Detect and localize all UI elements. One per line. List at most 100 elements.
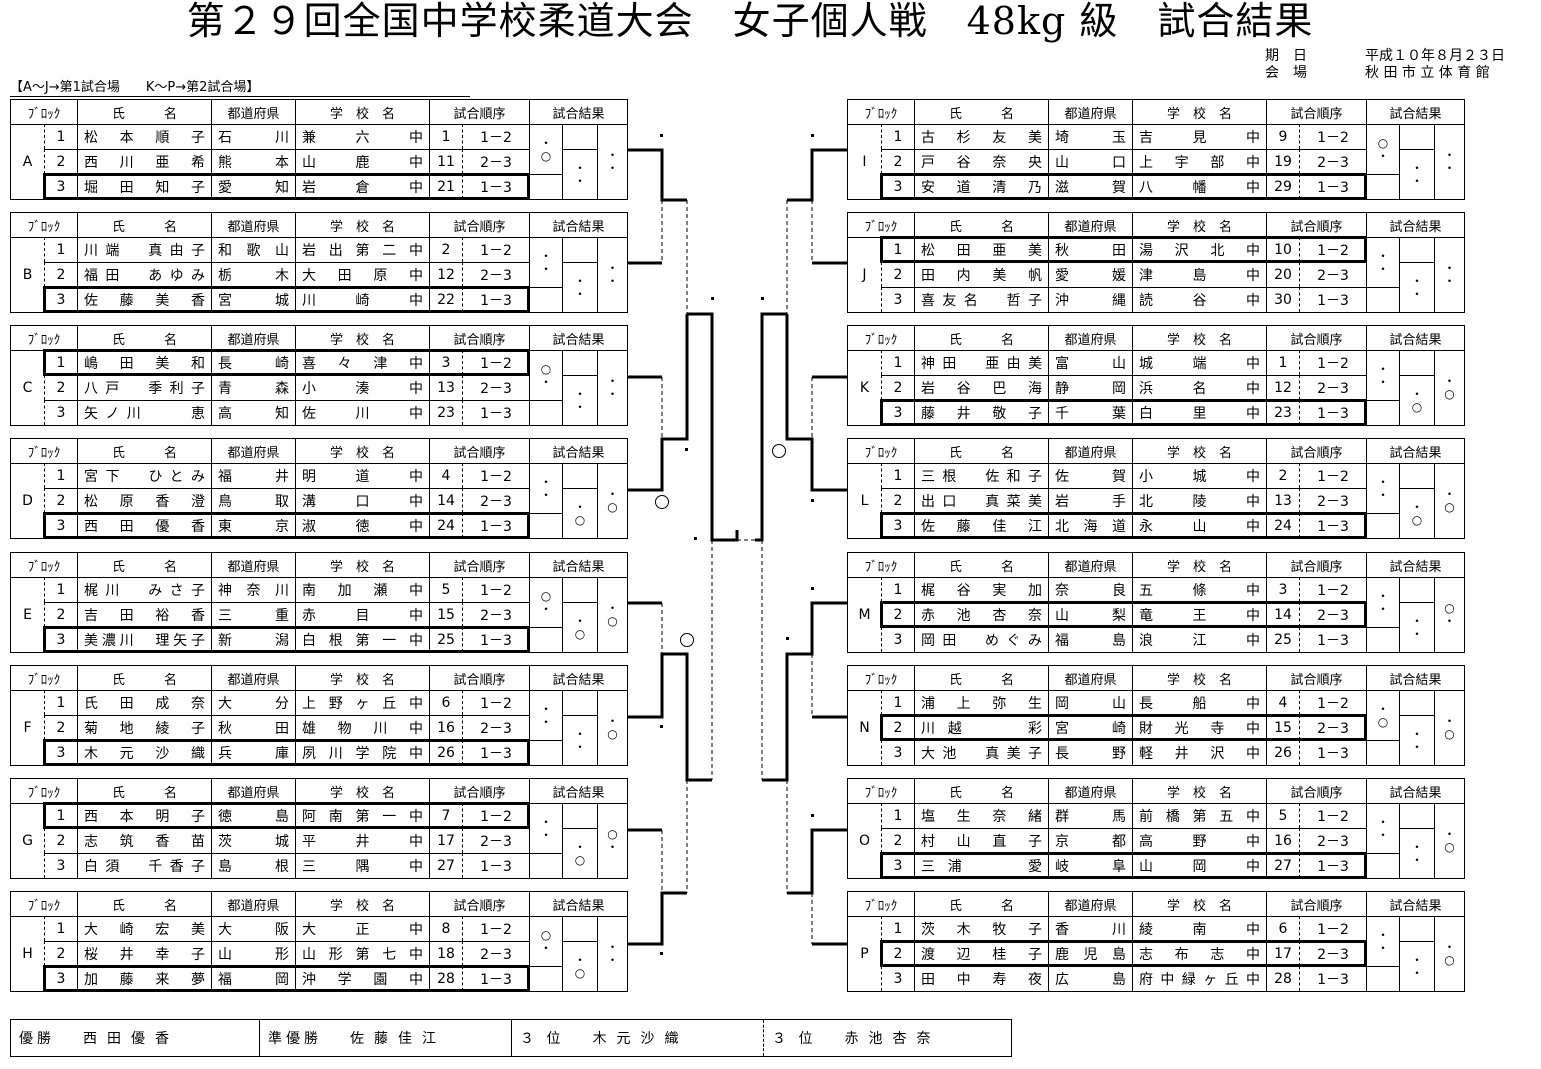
school-name: 南加瀬中 (295, 577, 429, 602)
athlete-name: 神田 亜由美 (914, 350, 1048, 375)
loss-dot-icon: ・ (1410, 952, 1423, 967)
athlete-name: 福田 あゆみ (77, 262, 211, 287)
athlete-name-text: 佐藤佳江 (921, 519, 1042, 535)
loss-dot-icon: ・ (1410, 273, 1423, 288)
venue-label: 会 場 (1265, 65, 1307, 81)
match-order: 2 (429, 237, 462, 262)
result-empty-cell (1366, 627, 1399, 652)
loss-dot-icon: ・ (1376, 487, 1389, 502)
match-result-cell: ・・ (562, 262, 597, 312)
school-name-text: 小湊中 (302, 381, 423, 397)
prefecture-text: 京都 (1055, 834, 1126, 850)
header-order: 試合順序 (429, 100, 529, 125)
athlete-name: 出口 真菜美 (914, 488, 1048, 513)
loss-dot-icon: ・ (573, 499, 586, 514)
school-name-text: 志布志中 (1139, 947, 1260, 963)
final-standing-3: ３ 位木元沙織 (511, 1020, 763, 1056)
header-order: 試合順序 (1266, 439, 1366, 464)
athlete-name-text: 松本順子 (84, 130, 205, 146)
prefecture-text: 北海道 (1055, 519, 1126, 535)
prefecture: 佐賀 (1048, 463, 1132, 488)
loss-dot-icon: ・ (1410, 286, 1423, 301)
match-result-cell: ○・ (529, 577, 562, 627)
prefecture-text: 鳥取 (218, 494, 289, 510)
loss-dot-icon: ・ (1443, 487, 1456, 501)
school-name-text: 三隅中 (302, 859, 423, 875)
athlete-name: 大崎宏美 (77, 916, 211, 941)
match-result-cell: ・・ (1399, 602, 1434, 652)
athlete-name-text: 松原香澄 (84, 494, 205, 510)
final-standing-2: 準優勝佐藤佳江 (259, 1020, 511, 1056)
entry-number: 1 (881, 350, 914, 375)
match-result-cell: ・・ (529, 690, 562, 740)
prefecture-text: 熊本 (218, 155, 289, 171)
block-letter: I (848, 124, 881, 199)
result-empty-cell (562, 916, 597, 941)
prefecture-text: 福井 (218, 469, 289, 485)
athlete-name-text: 喜友名 哲子 (921, 293, 1042, 309)
match-result-cell: ・○ (1399, 375, 1434, 425)
header-result: 試合結果 (1366, 779, 1464, 804)
loss-dot-icon: ・ (539, 940, 552, 955)
athlete-name-text: 川端 真由子 (84, 243, 205, 259)
loss-dot-icon: ・ (1376, 261, 1389, 276)
match-result-cell: ・○ (529, 124, 562, 174)
match-result-cell: ・○ (597, 463, 627, 538)
header-pref: 都道府県 (1048, 553, 1132, 578)
match-order: 16 (1266, 828, 1299, 853)
school-name: 前橋第五中 (1132, 803, 1266, 828)
loss-dot-icon: ・ (539, 374, 552, 389)
match-order: 19 (1266, 149, 1299, 174)
result-empty-cell (529, 853, 562, 878)
header-school: 学 校 名 (295, 553, 429, 578)
match-result-cell: ・○ (597, 577, 627, 652)
loss-dot-icon: ・ (1410, 626, 1423, 641)
header-school: 学 校 名 (295, 326, 429, 351)
prefecture-text: 山口 (1055, 155, 1126, 171)
loss-dot-icon: ・ (539, 474, 552, 489)
athlete-name-text: 加藤来夢 (84, 972, 205, 988)
loss-dot-icon: ・ (1410, 386, 1423, 401)
header-block: ﾌﾞﾛｯｸ (864, 786, 898, 801)
header-school: 学 校 名 (295, 439, 429, 464)
header-pref: 都道府県 (211, 326, 295, 351)
prefecture: 富山 (1048, 350, 1132, 375)
match-pair: 1－2 (462, 577, 529, 602)
win-circle-icon: ○ (1444, 953, 1455, 967)
header-name: 氏 名 (77, 100, 211, 125)
win-circle-icon: ○ (1411, 512, 1423, 527)
entry-number: 1 (881, 690, 914, 715)
loss-dot-icon: ・ (573, 173, 586, 188)
standing-name: 西田優香 (83, 1031, 179, 1047)
loss-dot-icon: ・ (539, 701, 552, 716)
bracket-win-circle-icons (655, 444, 786, 647)
header-block: ﾌﾞﾛｯｸ (27, 560, 61, 575)
school-name: 北陵中 (1132, 488, 1266, 513)
athlete-name: 菊地綾子 (77, 715, 211, 740)
athlete-name-text: 大池 真美子 (921, 746, 1042, 762)
header-result: 試合結果 (529, 213, 627, 238)
block-letter: F (11, 690, 44, 765)
match-order: 30 (1266, 287, 1299, 312)
loss-dot-icon: ・ (573, 739, 586, 754)
result-empty-cell (1366, 966, 1399, 991)
date-value: 平成１０年８月２３日 (1365, 48, 1505, 64)
match-order: 9 (1266, 124, 1299, 149)
loss-dot-icon: ・ (573, 952, 586, 967)
header-pref: 都道府県 (211, 553, 295, 578)
athlete-name: 宮下 ひとみ (77, 463, 211, 488)
athlete-name-text: 村山直子 (921, 834, 1042, 850)
header-result: 試合結果 (529, 892, 627, 917)
match-result-cell: ・・ (1399, 715, 1434, 765)
prefecture-text: 埼玉 (1055, 130, 1126, 146)
header-school: 学 校 名 (1132, 779, 1266, 804)
header-name: 氏 名 (77, 553, 211, 578)
match-result-cell: ○・ (597, 803, 627, 878)
loss-dot-icon: ・ (1410, 613, 1423, 628)
loss-dot-icon: ・ (539, 814, 552, 829)
match-pair: 1－2 (462, 237, 529, 262)
match-result-cell: ・・ (1399, 941, 1434, 991)
school-name-text: 北陵中 (1139, 494, 1260, 510)
